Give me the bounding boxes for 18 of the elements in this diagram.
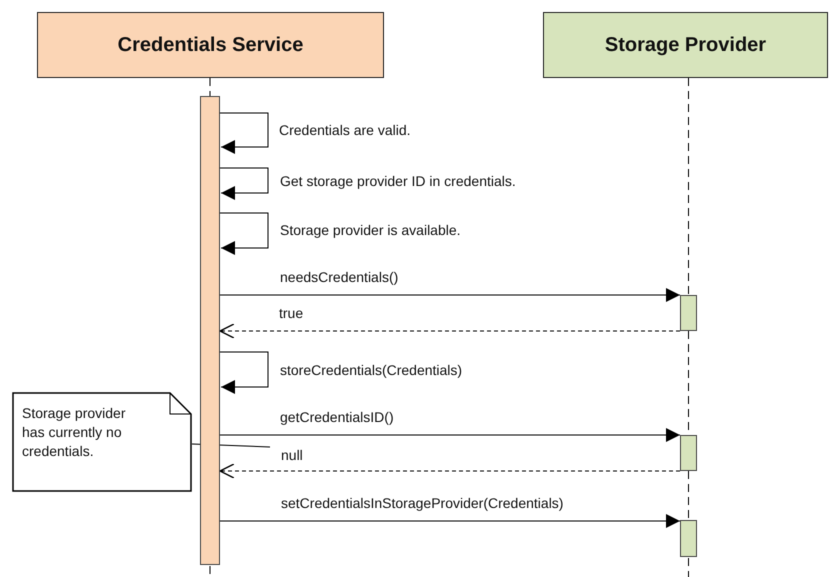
self-message-arrow bbox=[220, 168, 268, 200]
message-arrow bbox=[220, 428, 680, 442]
self-message-arrow bbox=[220, 112, 268, 154]
return-arrow bbox=[219, 323, 680, 339]
lifeline-header: Credentials Service bbox=[37, 12, 384, 78]
activation-bar bbox=[680, 295, 697, 331]
message-arrow bbox=[220, 514, 680, 528]
activation-bar bbox=[680, 435, 697, 471]
activation-bar bbox=[680, 520, 697, 557]
return-arrow bbox=[219, 463, 680, 479]
lifeline bbox=[688, 78, 689, 296]
message-arrow bbox=[220, 288, 680, 302]
activation-bar bbox=[200, 96, 220, 565]
note-text: Storage provider has currently no credentials. bbox=[22, 404, 127, 461]
self-message-arrow bbox=[220, 352, 268, 394]
lifeline-header: Storage Provider bbox=[543, 12, 828, 78]
self-message-arrow bbox=[220, 212, 268, 255]
lifeline bbox=[688, 470, 689, 520]
